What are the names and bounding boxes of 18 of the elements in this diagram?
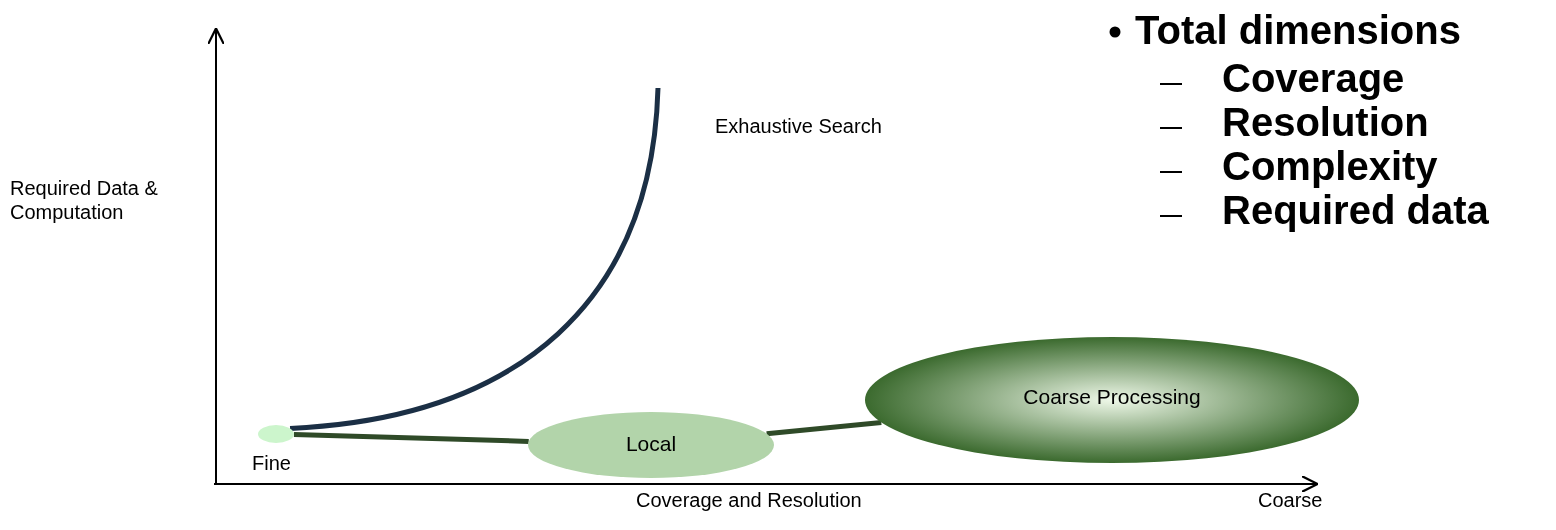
curve-label: Exhaustive Search [715, 114, 882, 138]
bullet-heading: Total dimensions [1135, 8, 1461, 52]
axis-end-label: Coarse [1258, 488, 1323, 512]
axis-title: Required Data & Computation [10, 176, 159, 224]
gradient-ellipse-node [865, 337, 1359, 463]
bullet-item: Coverage [1222, 56, 1405, 100]
bullet-item: Required data [1222, 188, 1489, 232]
small-ellipse [258, 425, 294, 443]
bullet-item: Complexity [1222, 144, 1438, 188]
axis-title: Coverage and Resolution [636, 488, 862, 512]
connecting-line [766, 420, 882, 437]
ellipse-node [528, 412, 774, 478]
growth-curve [289, 87, 661, 431]
bullet-item: Resolution [1222, 100, 1429, 144]
node-caption: Fine [252, 451, 291, 475]
connecting-line [293, 432, 529, 444]
node-label: Local [624, 432, 678, 456]
node-label: Coarse Processing [1022, 385, 1202, 409]
